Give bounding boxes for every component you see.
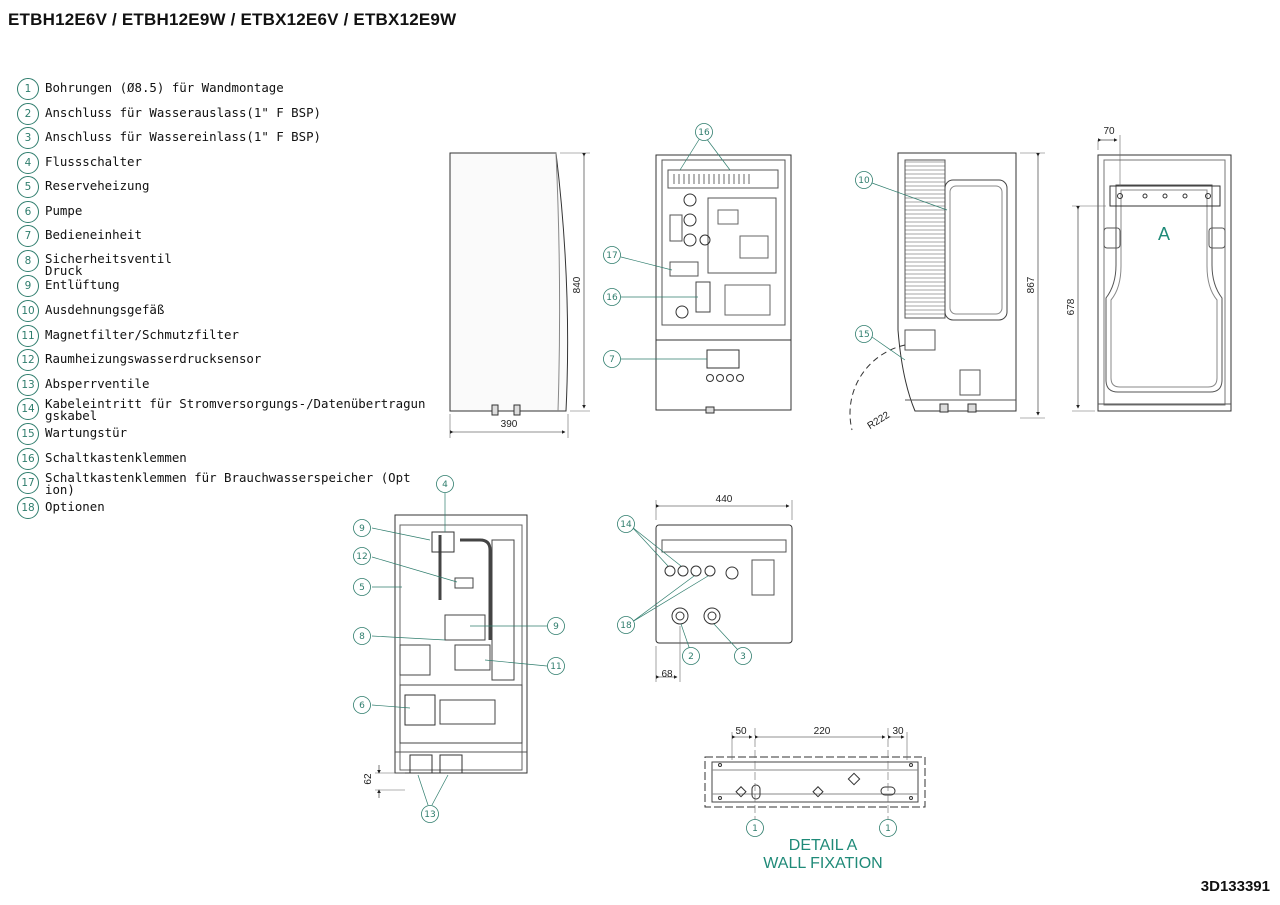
- rear-view: [1072, 135, 1232, 412]
- legend-text: Schaltkastenklemmen für Brauchwasserspei…: [45, 470, 411, 497]
- callout-8: 8: [359, 632, 365, 642]
- callout-6: 6: [359, 701, 365, 711]
- legend-text: Bohrungen (Ø8.5) für Wandmontage: [45, 80, 284, 95]
- legend-number: 3: [17, 127, 39, 149]
- dim-side-height: 840: [572, 276, 583, 293]
- callout-17: 17: [606, 251, 617, 261]
- callout-14: 14: [620, 520, 632, 530]
- legend-text: Magnetfilter/Schmutzfilter: [45, 327, 239, 342]
- callout-7: 7: [609, 355, 615, 365]
- legend-number: 5: [17, 176, 39, 198]
- detail-subtitle: WALL FIXATION: [763, 855, 882, 872]
- dim-radius: R222: [866, 410, 892, 432]
- legend-text: Pumpe: [45, 203, 83, 218]
- section-view: [849, 152, 1045, 431]
- legend-text: Schaltkastenklemmen: [45, 450, 187, 465]
- bottom-view: [655, 500, 793, 682]
- callout-2: 2: [688, 652, 694, 662]
- legend-number: 15: [17, 423, 39, 445]
- internal-view: [375, 514, 528, 798]
- legend-number: 4: [17, 152, 39, 174]
- callout-4: 4: [442, 480, 448, 490]
- legend-number: 18: [17, 497, 39, 519]
- callout-bubble: [855, 171, 873, 189]
- callout-15: 15: [858, 330, 869, 340]
- legend-number: 2: [17, 103, 39, 125]
- bottom-callout-bubbles: [617, 515, 752, 665]
- callout-11: 11: [550, 662, 561, 672]
- callout-16: 16: [606, 293, 618, 303]
- legend-text: Anschluss für Wassereinlass(1" F BSP): [45, 129, 322, 144]
- legend-number: 9: [17, 275, 39, 297]
- callout-bubble: [855, 325, 873, 343]
- legend-text: Raumheizungswasserdrucksensor: [45, 351, 262, 366]
- legend-number: 6: [17, 201, 39, 223]
- legend-text: Ausdehnungsgefäß: [45, 302, 165, 317]
- wall-callouts: [746, 819, 897, 837]
- legend-text: Reserveheizung: [45, 178, 150, 193]
- wall-fixation-detail: [704, 728, 926, 820]
- legend-number: 1: [17, 78, 39, 100]
- legend-number: 11: [17, 325, 39, 347]
- legend-text: Absperrventile: [45, 376, 150, 391]
- callout-9: 9: [553, 622, 559, 632]
- dim-lower-offset: 62: [363, 773, 374, 785]
- front-view: [655, 154, 792, 414]
- dim-wall-right: 30: [892, 726, 904, 737]
- internal-callout-bubbles: [353, 475, 565, 823]
- dim-side-width: 390: [501, 419, 518, 430]
- dim-section-height: 867: [1026, 276, 1037, 293]
- front-callout-bubbles: [603, 123, 713, 368]
- internal-callouts: [371, 493, 548, 806]
- callout-1: 1: [752, 824, 758, 834]
- legend-text: Flussschalter: [45, 154, 142, 169]
- drawing-title: ETBH12E6V / ETBH12E9W / ETBX12E6V / ETBX…: [8, 10, 457, 29]
- legend-number: 12: [17, 349, 39, 371]
- legend-text: Kabeleintritt für Stromversorgungs-/Date…: [45, 396, 426, 423]
- legend-text: Wartungstür: [45, 425, 128, 440]
- legend-number: 17: [17, 472, 39, 494]
- legend-text: Sicherheitsventil Druck: [45, 251, 172, 278]
- callout-13: 13: [424, 810, 435, 820]
- dim-rear-height: 678: [1066, 298, 1077, 315]
- dim-bottom-width: 440: [716, 494, 733, 505]
- front-callouts: [620, 137, 731, 360]
- dim-wall-left: 50: [735, 726, 747, 737]
- side-view: [449, 152, 590, 438]
- detail-a-marker: A: [1158, 224, 1170, 244]
- section-callouts: [871, 182, 948, 361]
- legend-number: 10: [17, 300, 39, 322]
- legend-number: 7: [17, 225, 39, 247]
- callout-1: 1: [885, 824, 891, 834]
- callout-16: 16: [698, 128, 710, 138]
- legend-text: Bedieneinheit: [45, 227, 142, 242]
- callout-5: 5: [359, 583, 365, 593]
- detail-title: DETAIL A: [789, 837, 858, 854]
- legend-number: 16: [17, 448, 39, 470]
- bottom-callouts: [631, 526, 739, 651]
- legend-text: Entlüftung: [45, 277, 120, 292]
- callout-9: 9: [359, 524, 365, 534]
- callout-12: 12: [356, 552, 367, 562]
- dim-bottom-offset: 68: [661, 669, 673, 680]
- callout-3: 3: [740, 652, 746, 662]
- legend-text: Optionen: [45, 499, 105, 514]
- dim-wall-span: 220: [814, 726, 831, 737]
- legend-number: 13: [17, 374, 39, 396]
- dim-rear-offset: 70: [1103, 126, 1115, 137]
- legend-text: Anschluss für Wasserauslass(1" F BSP): [45, 105, 322, 120]
- legend-number: 14: [17, 398, 39, 420]
- callout-10: 10: [858, 176, 870, 186]
- callout-18: 18: [620, 621, 632, 631]
- document-number: 3D133391: [1200, 878, 1270, 895]
- legend-number: 8: [17, 250, 39, 272]
